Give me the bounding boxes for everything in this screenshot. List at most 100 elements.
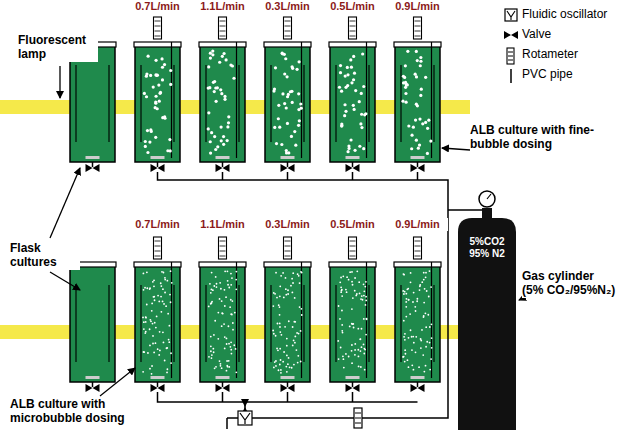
- bubble: [416, 59, 419, 62]
- diffuser: [86, 156, 100, 159]
- bubble: [403, 76, 406, 79]
- bubble: [227, 270, 229, 272]
- bubble: [353, 108, 356, 111]
- bubble: [403, 273, 405, 275]
- bubble: [361, 328, 363, 330]
- bubble: [154, 100, 157, 103]
- rotameter-tick: [155, 26, 161, 27]
- bubble: [356, 270, 358, 272]
- bubble: [212, 348, 214, 350]
- bubble: [146, 304, 148, 306]
- bubble: [301, 314, 303, 316]
- bubble: [166, 368, 168, 370]
- bubble: [210, 345, 212, 347]
- bubble: [411, 336, 413, 338]
- rotameter-tick: [285, 26, 291, 27]
- bubble: [419, 56, 422, 59]
- pvc-pipe: [158, 392, 418, 412]
- bubble: [423, 279, 425, 281]
- bubble: [278, 126, 281, 129]
- bubble: [152, 323, 154, 325]
- group-label: Flask cultures: [10, 242, 80, 270]
- bubble: [214, 148, 217, 151]
- flow-rate: 0.5L/min: [323, 218, 383, 231]
- bubble: [338, 358, 340, 360]
- pvc-pipe: [158, 172, 488, 418]
- pvc-pipe: [92, 162, 94, 167]
- bubble: [285, 366, 287, 368]
- bubble: [340, 277, 342, 279]
- bubble: [343, 358, 345, 360]
- pvc-pipe: [157, 162, 159, 167]
- bubble: [280, 275, 282, 277]
- bubble: [298, 333, 300, 335]
- bubble: [228, 325, 230, 327]
- bubble: [358, 281, 360, 283]
- bubble: [153, 279, 155, 281]
- bubble: [352, 104, 355, 107]
- bubble: [272, 305, 274, 307]
- bubble: [294, 321, 296, 323]
- culture-vessels: [69, 17, 441, 392]
- bubble: [351, 308, 353, 310]
- bubble: [146, 129, 149, 132]
- fluidic-oscillator-symbol: [238, 411, 252, 425]
- bubble: [363, 344, 365, 346]
- bubble: [160, 311, 162, 313]
- bubble: [168, 138, 171, 141]
- bubble: [365, 300, 367, 302]
- culture-tank: [330, 45, 375, 162]
- bubble: [404, 349, 406, 351]
- rotameter-tick: [220, 241, 226, 242]
- bubble: [402, 81, 405, 84]
- rotameter-tick: [220, 26, 226, 27]
- bubble: [363, 283, 365, 285]
- bubble: [228, 360, 230, 362]
- bubble: [154, 106, 157, 109]
- bubble: [211, 354, 213, 356]
- bubble: [429, 326, 431, 328]
- flow-rate: 0.9L/min: [388, 0, 448, 13]
- bubble: [352, 323, 354, 325]
- bubble: [429, 342, 431, 344]
- rotameter-tick: [350, 251, 356, 252]
- bubble: [425, 276, 427, 278]
- bubble: [228, 343, 230, 345]
- bubble: [145, 72, 148, 75]
- bubble: [226, 370, 228, 372]
- group-label: ALB culture with fine-bubble dosing: [470, 124, 600, 152]
- bubble: [163, 303, 165, 305]
- bubble: [344, 110, 347, 113]
- bubble: [170, 362, 172, 364]
- bubble: [283, 53, 286, 56]
- bubble: [143, 92, 146, 95]
- bubble: [234, 312, 236, 314]
- bubble: [354, 89, 357, 92]
- tank-baffle: [271, 285, 304, 362]
- bubble: [216, 283, 218, 285]
- bubble: [293, 364, 295, 366]
- bubble: [300, 361, 302, 363]
- bubble: [284, 57, 287, 60]
- bubble: [282, 272, 284, 274]
- bubble: [424, 121, 427, 124]
- rotameter-tick: [155, 36, 161, 37]
- bubble: [207, 111, 210, 114]
- lamp-label: Fluorescent lamp: [18, 34, 98, 62]
- bubble: [275, 360, 277, 362]
- bubble: [280, 143, 283, 146]
- rotameter-tick: [155, 246, 161, 247]
- bubble: [222, 135, 225, 138]
- bubble: [423, 272, 425, 274]
- bubble: [280, 372, 282, 374]
- bubble: [144, 287, 146, 289]
- bubble: [158, 301, 160, 303]
- flow-rate: 0.3L/min: [258, 0, 318, 13]
- bubble: [415, 310, 417, 312]
- bubble: [143, 351, 145, 353]
- bubble: [292, 282, 294, 284]
- bubble: [292, 272, 294, 274]
- bubble: [281, 92, 284, 95]
- bubble: [278, 304, 280, 306]
- bubble: [210, 303, 212, 305]
